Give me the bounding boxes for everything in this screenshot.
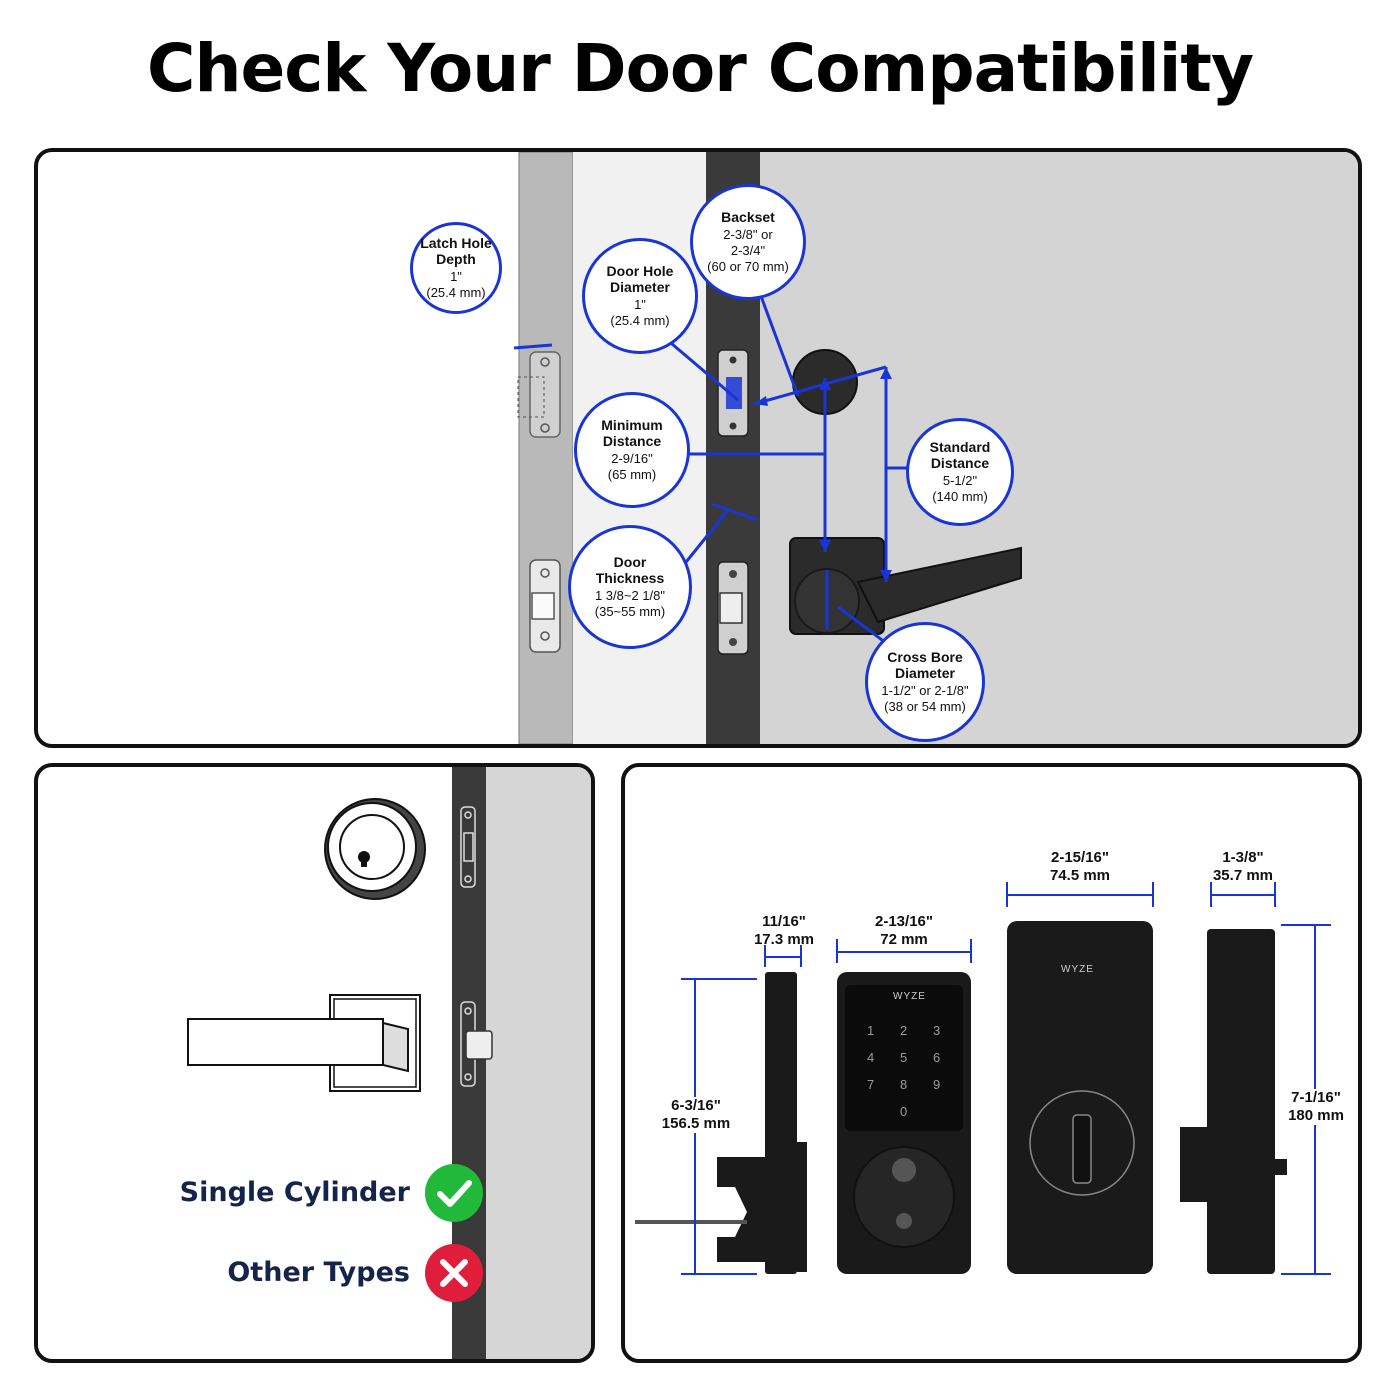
keypad-digit: 7 — [867, 1077, 874, 1092]
lock-dimension-illustration: WYZE 1 2 3 4 5 6 7 8 9 0 WYZE — [635, 882, 1331, 1275]
lock-back-side-view — [1180, 929, 1287, 1274]
door-side-illustration — [187, 767, 591, 1359]
cross-icon — [425, 1244, 483, 1302]
keypad-digit: 5 — [900, 1050, 907, 1065]
lock-side-view — [635, 972, 807, 1274]
front-height-dimension-label: 6-3/16" 156.5 mm — [651, 1097, 741, 1133]
lock-front-view — [837, 972, 971, 1274]
keypad-digit: 3 — [933, 1023, 940, 1038]
keypad-digit: 6 — [933, 1050, 940, 1065]
page-title: Check Your Door Compatibility — [147, 30, 1254, 107]
side-depth-dimension-label: 1-3/8" 35.7 mm — [1212, 849, 1274, 884]
lock-back-view — [1007, 921, 1153, 1274]
check-icon — [425, 1164, 483, 1222]
keypad-digit: 4 — [867, 1050, 874, 1065]
keypad-digit: 0 — [900, 1104, 907, 1119]
keypad-digit: 1 — [867, 1023, 874, 1038]
door-thickness-callout: Door Thickness 1 3/8~2 1/8" (35~55 mm) — [568, 525, 692, 649]
keypad-digit: 2 — [900, 1023, 907, 1038]
depth-dimension-label: 11/16" 17.3 mm — [753, 913, 815, 948]
keypad-digit: 9 — [933, 1077, 940, 1092]
cross-bore-callout: Cross Bore Diameter 1-1/2" or 2-1/8" (38… — [865, 622, 985, 742]
deadbolt-cylinder-graphic — [324, 798, 426, 900]
door-hole-callout: Door Hole Diameter 1" (25.4 mm) — [582, 238, 698, 354]
lock-type-panel: Single Cylinder Other Types — [34, 763, 595, 1363]
other-types-label: Other Types — [227, 1257, 410, 1288]
front-brand-text: WYZE — [893, 991, 926, 1002]
door-measurements-panel: Latch Hole Depth 1" (25.4 mm) Door Hole … — [34, 148, 1362, 748]
lock-dimensions-panel: WYZE 1 2 3 4 5 6 7 8 9 0 WYZE — [621, 763, 1362, 1363]
back-width-dimension-label: 2-15/16" 74.5 mm — [1049, 849, 1111, 884]
keypad-digit: 8 — [900, 1077, 907, 1092]
lever-handle-graphic — [187, 994, 421, 1092]
back-brand-text: WYZE — [1061, 964, 1094, 975]
min-distance-callout: Minimum Distance 2-9/16" (65 mm) — [574, 392, 690, 508]
single-cylinder-label: Single Cylinder — [179, 1177, 410, 1208]
latch-depth-callout: Latch Hole Depth 1" (25.4 mm) — [410, 222, 502, 314]
latch-hole-graphic — [517, 351, 561, 438]
standard-distance-callout: Standard Distance 5-1/2" (140 mm) — [906, 418, 1014, 526]
backset-callout: Backset 2-3/8" or 2-3/4" (60 or 70 mm) — [690, 184, 806, 300]
back-height-dimension-label: 7-1/16" 180 mm — [1277, 1089, 1355, 1125]
front-width-dimension-label: 2-13/16" 72 mm — [875, 913, 933, 948]
measurement-lines — [664, 279, 919, 669]
